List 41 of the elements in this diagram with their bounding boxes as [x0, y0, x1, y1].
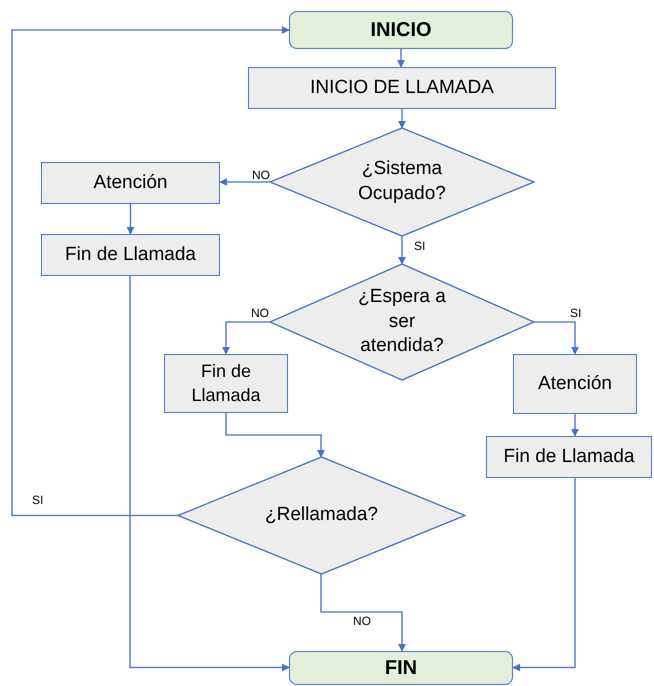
edge-label: NO — [250, 307, 270, 319]
process-box — [513, 354, 637, 414]
edge-label: SI — [31, 494, 44, 506]
connector-arrow — [534, 321, 579, 355]
process-box — [41, 234, 220, 276]
node-text: FIN — [384, 656, 418, 681]
node-text: ¿Sistema Ocupado? — [357, 157, 447, 206]
connector-arrow — [129, 276, 290, 672]
node-text: Fin de Llamada — [190, 360, 262, 406]
process-box — [248, 67, 556, 109]
node-text: Atención — [94, 170, 168, 195]
terminal-box — [289, 651, 513, 685]
node-text: Fin de Llamada — [504, 444, 634, 469]
connector-arrow — [219, 178, 270, 186]
node-text: INICIO DE LLAMADA — [310, 76, 494, 100]
connector-arrow — [320, 574, 406, 652]
node-text: Atención — [538, 372, 612, 396]
process-box — [164, 354, 288, 413]
decision-diamond — [178, 457, 465, 574]
edge-label: NO — [251, 169, 271, 181]
node-text: INICIO — [370, 18, 432, 43]
process-box — [41, 162, 220, 204]
connector-arrow — [571, 414, 579, 437]
connector-arrow — [225, 413, 325, 458]
terminal-box — [289, 11, 513, 49]
edge-label: SI — [413, 240, 426, 252]
connector-arrow — [222, 321, 270, 355]
node-text: Fin de Llamada — [65, 242, 196, 267]
connector-arrow — [11, 26, 290, 516]
edge-label: SI — [569, 307, 582, 319]
node-text: ¿Espera a ser atendida? — [357, 284, 447, 358]
decision-diamond — [270, 128, 534, 236]
connector-arrow — [512, 478, 576, 672]
decision-diamond — [270, 264, 534, 380]
connector-arrow — [398, 236, 406, 265]
process-box — [486, 436, 652, 478]
edge-label: NO — [352, 615, 372, 627]
connector-arrow — [398, 109, 406, 129]
connector-arrow — [126, 204, 134, 235]
connector-arrow — [397, 49, 405, 68]
node-text: ¿Rellamada? — [265, 503, 378, 528]
